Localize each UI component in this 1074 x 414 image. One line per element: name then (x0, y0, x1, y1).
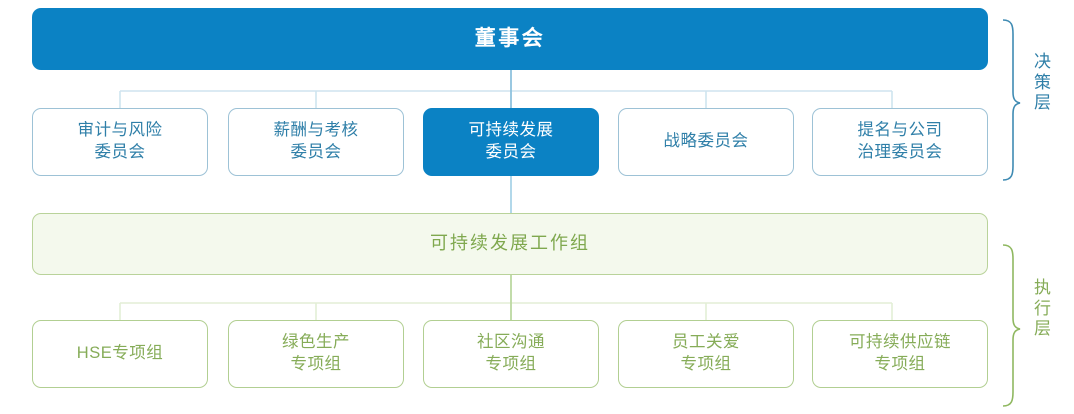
bracket-char-2: 层 (1034, 93, 1052, 113)
bracket-char-0: 执 (1034, 278, 1052, 297)
node-committee-nomination-governance[interactable]: 提名与公司 治理委员会 (812, 108, 988, 176)
node-label: 审计与风险 委员会 (77, 121, 163, 161)
node-team-sustainable-supply-chain[interactable]: 可持续供应链 专项组 (812, 320, 988, 388)
bracket-decision-icon (1002, 19, 1021, 181)
node-label: HSE专项组 (76, 344, 164, 363)
node-team-green-production[interactable]: 绿色生产 专项组 (228, 320, 404, 388)
node-committee-audit-risk[interactable]: 审计与风险 委员会 (32, 108, 208, 176)
bracket-label-execution-layer: 执 行 层 (1026, 278, 1060, 340)
green-connectors (119, 302, 893, 320)
node-label: 可持续发展 委员会 (468, 121, 554, 161)
node-committee-strategy[interactable]: 战略委员会 (618, 108, 794, 176)
node-label: 可持续供应链 专项组 (849, 333, 951, 373)
node-label: 可持续发展工作组 (430, 233, 590, 254)
node-label: 薪酬与考核 委员会 (273, 121, 359, 161)
node-label: 社区沟通 专项组 (477, 333, 545, 373)
node-label: 员工关爱 专项组 (672, 333, 740, 373)
bracket-char-1: 策 (1034, 72, 1052, 92)
node-label: 绿色生产 专项组 (282, 333, 350, 373)
node-committee-remuneration-assessment[interactable]: 薪酬与考核 委员会 (228, 108, 404, 176)
node-board-of-directors[interactable]: 董事会 (32, 8, 988, 70)
bracket-char-1: 行 (1034, 298, 1052, 318)
node-label: 董事会 (474, 27, 546, 51)
node-team-community-communication[interactable]: 社区沟通 专项组 (423, 320, 599, 388)
node-label: 战略委员会 (663, 132, 749, 151)
bracket-execution-icon (1002, 244, 1021, 407)
node-team-hse[interactable]: HSE专项组 (32, 320, 208, 388)
node-label: 提名与公司 治理委员会 (857, 121, 943, 161)
bracket-label-decision-layer: 决 策 层 (1026, 52, 1060, 114)
node-team-employee-care[interactable]: 员工关爱 专项组 (618, 320, 794, 388)
bracket-char-0: 决 (1034, 52, 1052, 71)
blue-connectors (119, 90, 893, 108)
node-committee-sustainable-development[interactable]: 可持续发展 委员会 (423, 108, 599, 176)
node-sustainability-working-group[interactable]: 可持续发展工作组 (32, 213, 988, 275)
bracket-char-2: 层 (1034, 319, 1052, 339)
